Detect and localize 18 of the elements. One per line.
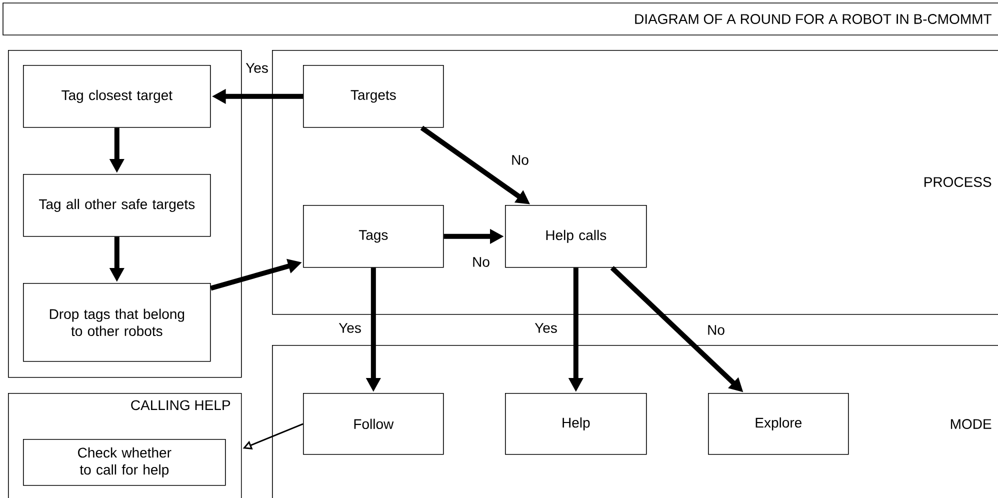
edge-label: Yes [246,63,268,73]
edge-label: No [473,257,490,267]
process-box: Targets [303,65,444,128]
process-box: Tag all other safe targets [23,174,211,237]
process-box: Check whether to call for help [23,439,226,486]
process-box: Help calls [505,205,647,268]
process-box: Tags [303,205,444,268]
process-box: Explore [708,393,849,455]
title: DIAGRAM OF A ROUND FOR A ROBOT IN B-CMOMMT [635,14,992,24]
process-box: Tag closest target [23,65,211,128]
panel [8,50,242,378]
edge-label: No [512,155,528,165]
process-box: Follow [303,393,444,455]
edge-label: Yes [534,323,557,333]
process-box: Drop tags that belong to other robots [23,283,211,362]
edge-label: No [708,325,724,335]
process-box: Help [505,393,647,455]
edge-label: Yes [338,323,361,333]
